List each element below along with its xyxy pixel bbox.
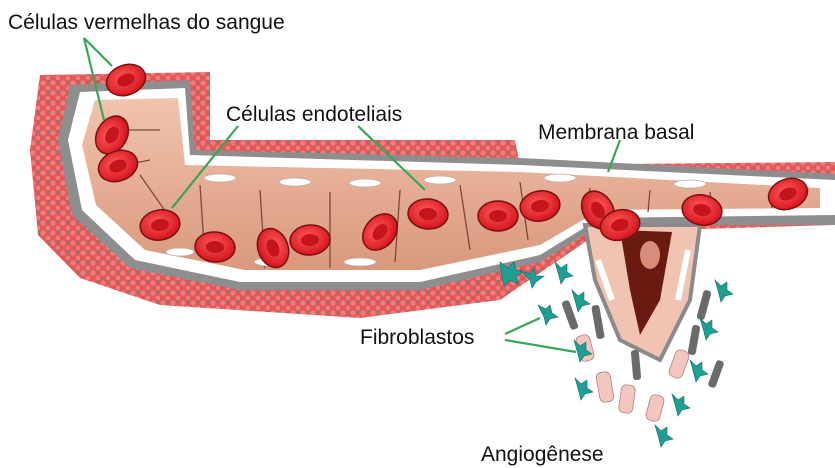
label-angiogenesis: Angiogênese	[481, 444, 604, 465]
red-blood-cell	[478, 201, 518, 231]
label-endothelial-cells: Células endoteliais	[226, 104, 402, 125]
label-fibroblasts: Fibroblastos	[360, 327, 474, 348]
fibroblast	[538, 305, 558, 325]
fibroblast	[672, 394, 690, 416]
fibroblast	[690, 360, 708, 382]
fibroblast	[700, 318, 718, 340]
leader-line-fibro-2	[505, 340, 576, 352]
fibroblast	[655, 425, 673, 447]
fibroblast	[715, 280, 733, 302]
angiogenic-sprout	[585, 225, 700, 360]
label-red-blood-cells: Células vermelhas do sangue	[8, 12, 285, 33]
fibroblast	[572, 290, 590, 312]
fibroblast	[575, 378, 593, 400]
fibroblast	[555, 262, 573, 284]
leader-line-fibro-1	[505, 318, 540, 334]
label-basal-membrane: Membrana basal	[538, 122, 694, 143]
